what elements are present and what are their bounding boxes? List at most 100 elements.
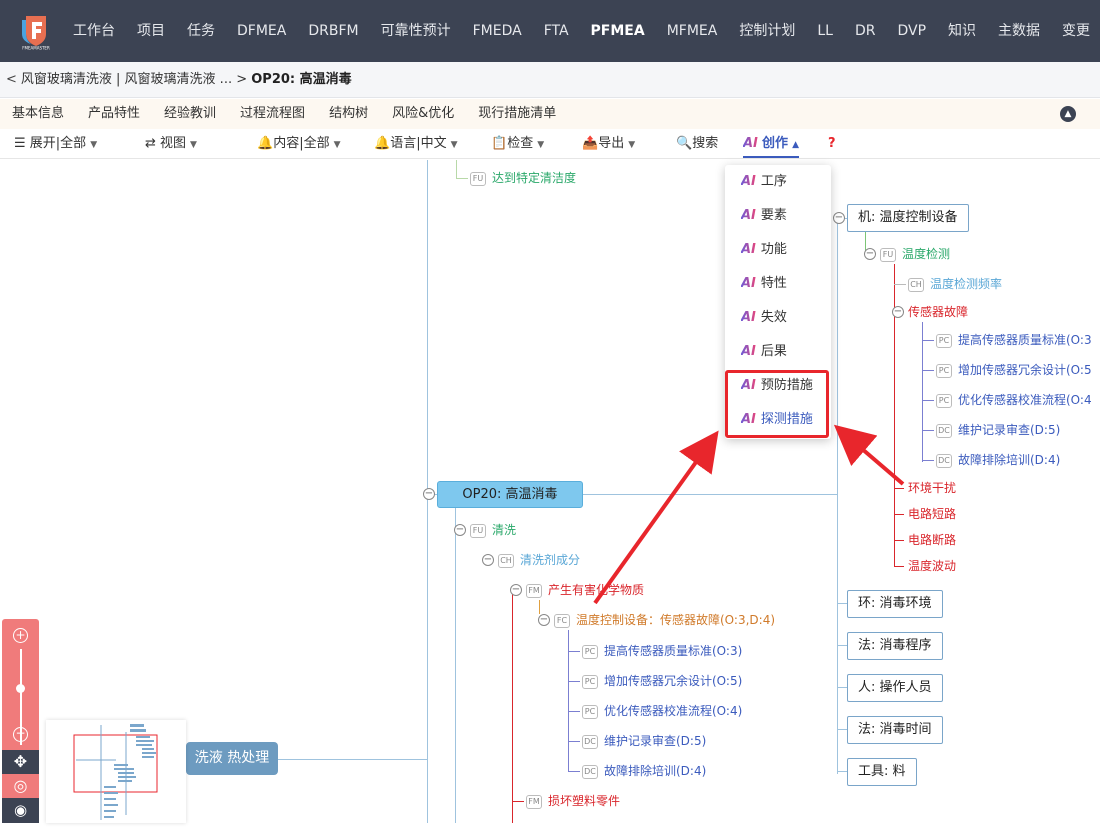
- collapse-minus-icon[interactable]: −: [482, 554, 494, 566]
- tab-current-measures[interactable]: 现行措施清单: [478, 106, 557, 121]
- collapse-minus-icon[interactable]: −: [864, 248, 876, 260]
- nav-item-ll[interactable]: LL: [817, 23, 833, 39]
- tab-process-flow[interactable]: 过程流程图: [240, 106, 306, 121]
- nav-item-mfmea[interactable]: MFMEA: [666, 23, 718, 39]
- tab-basic-info[interactable]: 基本信息: [12, 106, 65, 121]
- collapse-chevron-up-icon[interactable]: ▲: [1060, 106, 1076, 122]
- nav-item-pfmea[interactable]: PFMEA: [590, 23, 645, 39]
- person-node[interactable]: 人: 操作人员: [847, 674, 943, 702]
- minimap[interactable]: [46, 720, 186, 823]
- target-center-icon[interactable]: ◎: [2, 774, 39, 798]
- ai-logo-icon: AI: [741, 344, 756, 359]
- node-label: 传感器故障: [908, 305, 969, 319]
- content-dropdown[interactable]: 🔔内容|全部▼: [257, 129, 341, 159]
- nav-item-fta[interactable]: FTA: [543, 23, 569, 39]
- nav-item-change[interactable]: 变更: [1062, 23, 1091, 39]
- tab-product-characteristics[interactable]: 产品特性: [88, 106, 141, 121]
- zoom-slider-track[interactable]: [20, 649, 22, 745]
- collapse-minus-icon[interactable]: −: [833, 212, 845, 224]
- root-node[interactable]: 洗液 热处理: [186, 742, 278, 775]
- search-icon: 🔍: [676, 136, 693, 151]
- nav-item-control-plan[interactable]: 控制计划: [739, 23, 796, 39]
- nav-item-dvp[interactable]: DVP: [897, 23, 927, 39]
- search-button[interactable]: 🔍搜索: [676, 129, 718, 159]
- view-dropdown[interactable]: ⇄ 视图▼: [145, 129, 197, 159]
- connector-line: [512, 592, 513, 823]
- collapse-minus-icon[interactable]: −: [510, 584, 522, 596]
- zoom-in-icon[interactable]: +: [13, 628, 28, 643]
- nav-item-dfmea[interactable]: DFMEA: [237, 23, 287, 39]
- pan-move-icon[interactable]: ✥: [2, 750, 39, 774]
- collapse-minus-icon[interactable]: −: [538, 614, 550, 626]
- nav-item-reliability[interactable]: 可靠性预计: [380, 23, 451, 39]
- eye-icon[interactable]: ◉: [2, 798, 39, 823]
- node-cause[interactable]: 环境干扰: [908, 481, 957, 495]
- nav-item-project[interactable]: 项目: [137, 23, 165, 39]
- back-chevron-icon[interactable]: <: [6, 72, 17, 87]
- nav-item-drbfm[interactable]: DRBFM: [308, 23, 359, 39]
- zoom-out-icon[interactable]: −: [13, 727, 28, 742]
- node-cause[interactable]: 电路断路: [908, 533, 957, 547]
- machine-node[interactable]: 机: 温度控制设备: [847, 204, 969, 232]
- node-cause[interactable]: 电路短路: [908, 507, 957, 521]
- tab-structure-tree[interactable]: 结构树: [329, 106, 369, 121]
- nav-item-knowledge[interactable]: 知识: [948, 23, 977, 39]
- chevron-up-icon: ▲: [792, 140, 799, 150]
- tab-risk-optimization[interactable]: 风险&优化: [392, 106, 455, 121]
- node-failure-sensor[interactable]: 传感器故障: [908, 304, 968, 320]
- nav-item-fmeda[interactable]: FMEDA: [472, 23, 522, 39]
- fmeamaster-logo[interactable]: FMEAMASTER: [16, 12, 56, 50]
- ai-logo-icon: AI: [743, 136, 758, 151]
- nav-item-dr[interactable]: DR: [854, 23, 876, 39]
- breadcrumb: <风窗玻璃清洗液 | 风窗玻璃清洗液 ... > OP20: 高温消毒: [0, 62, 1100, 98]
- nav-item-task[interactable]: 任务: [187, 23, 215, 39]
- method-time-node[interactable]: 法: 消毒时间: [847, 716, 943, 744]
- method-node[interactable]: 法: 消毒程序: [847, 632, 943, 660]
- ai-create-dropdown[interactable]: AI 创作▲: [743, 129, 799, 158]
- nav-item-master-data[interactable]: 主数据: [998, 23, 1041, 39]
- zoom-slider-handle[interactable]: [16, 684, 25, 693]
- collapse-minus-icon[interactable]: −: [892, 306, 904, 318]
- nav-item-workbench[interactable]: 工作台: [73, 23, 115, 39]
- language-dropdown[interactable]: 🔔语言|中文▼: [374, 129, 458, 159]
- breadcrumb-path[interactable]: 风窗玻璃清洗液 | 风窗玻璃清洗液 ... >: [20, 72, 248, 87]
- collapse-minus-icon[interactable]: −: [454, 524, 466, 536]
- collapse-minus-icon[interactable]: −: [423, 488, 435, 500]
- environment-node[interactable]: 环: 消毒环境: [847, 590, 943, 618]
- op20-node[interactable]: OP20: 高温消毒: [437, 481, 583, 508]
- help-icon[interactable]: ?: [828, 136, 836, 151]
- export-dropdown[interactable]: 📤导出▼: [582, 129, 635, 159]
- check-dropdown[interactable]: 📋检查▼: [491, 129, 544, 159]
- tool-node[interactable]: 工具: 料: [847, 758, 917, 786]
- node-cause[interactable]: 温度波动: [908, 559, 957, 573]
- expand-dropdown[interactable]: ☰ 展开|全部▼: [14, 129, 97, 159]
- tab-lessons-learned[interactable]: 经验教训: [164, 106, 217, 121]
